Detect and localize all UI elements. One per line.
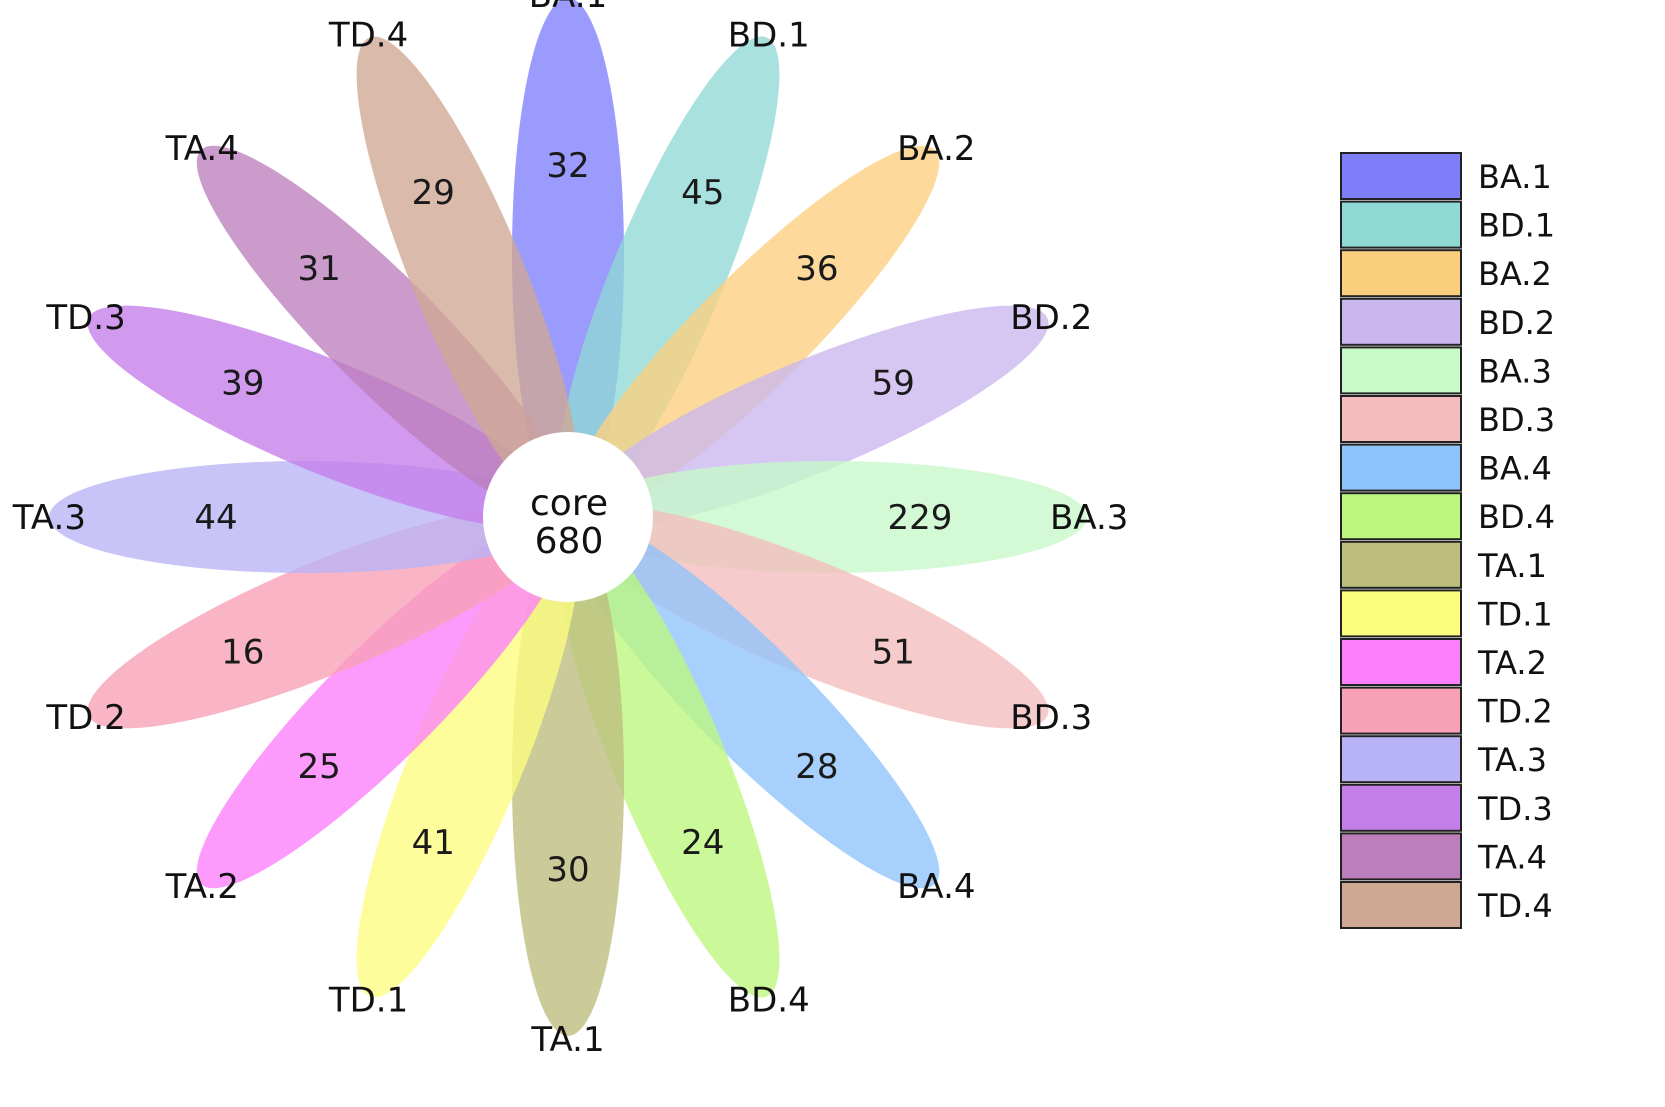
legend-swatch (1340, 881, 1462, 929)
petal-label: BA.4 (897, 867, 975, 907)
core-circle (483, 432, 653, 602)
petal-count: 44 (194, 498, 237, 538)
legend-swatch (1340, 395, 1462, 443)
legend-label: TD.4 (1477, 887, 1553, 925)
petal-count: 30 (546, 850, 589, 890)
legend-swatch (1340, 297, 1462, 346)
legend-label: BD.3 (1478, 401, 1555, 439)
petal-ta-2 (196, 516, 569, 889)
petal-count: 24 (681, 823, 724, 863)
legend-swatch (1340, 443, 1462, 492)
petal-label: TA.3 (12, 498, 86, 538)
petal-count: 41 (412, 823, 455, 863)
petal-label: BD.4 (728, 980, 810, 1020)
legend-label: TD.1 (1477, 595, 1553, 633)
legend-label: TD.2 (1477, 693, 1553, 731)
petal-count: 229 (888, 498, 953, 538)
petal-label: TA.1 (530, 1020, 604, 1060)
legend-swatch (1340, 589, 1462, 638)
petal-count: 51 (872, 633, 915, 673)
petal-label: BA.3 (1050, 498, 1128, 538)
legend-label: TD.3 (1477, 790, 1553, 828)
legend-swatch (1340, 832, 1462, 881)
petal-td-3 (87, 305, 565, 528)
legend-swatch (1340, 200, 1462, 249)
legend-swatch (1340, 492, 1462, 541)
petal-ta-4 (196, 145, 569, 518)
legend-swatch (1340, 346, 1462, 395)
legend-label: TA.4 (1477, 838, 1547, 876)
petal-count: 29 (412, 173, 455, 213)
legend-label: BA.4 (1478, 450, 1552, 488)
legend-swatch (1340, 638, 1462, 686)
legend-label: BD.2 (1478, 304, 1555, 342)
petal-bd-3 (571, 506, 1049, 729)
petal-td-1 (356, 520, 579, 998)
legend-swatch (1340, 686, 1462, 735)
petal-count: 25 (297, 747, 340, 787)
legend-label: TA.2 (1477, 644, 1547, 682)
petals (49, 0, 1087, 1036)
petal-count: 31 (297, 249, 340, 289)
petal-ba-2 (567, 145, 940, 518)
legend-swatch (1340, 540, 1462, 589)
petal-label: TD.2 (45, 698, 125, 738)
petal-bd-1 (557, 36, 780, 514)
petal-label: BD.3 (1010, 698, 1092, 738)
petal-label: TD.4 (328, 16, 408, 56)
petal-label: BD.2 (1010, 298, 1092, 338)
legend-label: TA.3 (1477, 741, 1547, 779)
legend-label: TA.1 (1477, 547, 1547, 585)
legend-swatch (1340, 735, 1462, 784)
legend-label: BD.1 (1478, 207, 1555, 245)
petal-count: 36 (795, 249, 838, 289)
petal-ba-4 (567, 516, 940, 889)
legend-label: BA.3 (1478, 352, 1552, 390)
petal-label: TD.1 (328, 980, 408, 1020)
core-value: 680 (535, 521, 604, 562)
petal-label: TD.3 (45, 298, 125, 338)
legend-label: BA.1 (1478, 158, 1552, 196)
petal-td-4 (356, 36, 579, 514)
petal-label: BD.1 (728, 16, 810, 56)
petal-count: 16 (221, 633, 264, 673)
petal-label: TA.4 (165, 129, 239, 169)
legend-swatch (1340, 152, 1462, 200)
legend: BA.1BD.1BA.2BD.2BA.3BD.3BA.4BD.4TA.1TD.1… (1340, 152, 1555, 929)
core-label: core (530, 483, 608, 524)
petal-count: 45 (681, 173, 724, 213)
petal-label: BA.2 (897, 129, 975, 169)
core-group: core 680 (483, 432, 653, 602)
petal-count: 39 (221, 363, 264, 403)
petal-count: 28 (795, 747, 838, 787)
petal-label: BA.1 (529, 0, 607, 16)
petal-label: TA.2 (165, 867, 239, 907)
legend-swatch (1340, 783, 1462, 832)
petal-count: 59 (872, 363, 915, 403)
legend-label: BA.2 (1478, 255, 1552, 293)
legend-swatch (1340, 249, 1462, 298)
legend-label: BD.4 (1478, 498, 1555, 536)
petal-count: 32 (546, 146, 589, 186)
